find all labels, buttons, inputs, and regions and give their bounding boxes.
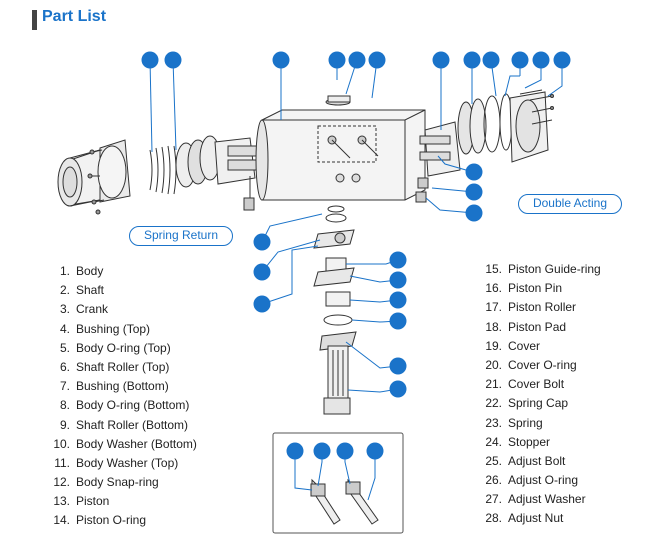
part-list-right: 15.Piston Guide-ring 16.Piston Pin 17.Pi… <box>480 260 601 529</box>
part-item: 4.Bushing (Top) <box>59 321 151 336</box>
part-item: 26.Adjust O-ring <box>485 473 579 488</box>
left-springs <box>149 135 221 195</box>
left-spring-cap <box>57 149 101 207</box>
right-cover <box>509 89 554 163</box>
part-name: Adjust Bolt <box>508 453 566 468</box>
part-item: 19.Cover <box>485 338 541 353</box>
part-name: Piston O-ring <box>76 513 147 528</box>
right-rings <box>457 93 513 155</box>
part-item: 9.Shaft Roller (Bottom) <box>59 417 189 432</box>
part-name: Bushing (Bottom) <box>76 379 169 394</box>
part-name: Body Washer (Bottom) <box>76 436 197 451</box>
part-item: 17.Piston Roller <box>485 300 577 315</box>
adjust-bolt-inset <box>272 432 404 534</box>
part-name: Cover Bolt <box>508 377 565 392</box>
part-name: Body O-ring (Top) <box>76 340 171 355</box>
part-item: 8.Body O-ring (Bottom) <box>59 398 190 413</box>
part-name: Adjust Nut <box>508 511 564 526</box>
part-item: 16.Piston Pin <box>485 281 563 296</box>
part-name: Cover O-ring <box>508 357 577 372</box>
part-item: 2.Shaft <box>59 283 105 298</box>
part-name: Body O-ring (Bottom) <box>76 398 190 413</box>
part-name: Body <box>76 264 104 278</box>
part-item: 22.Spring Cap <box>485 396 569 411</box>
part-item: 3.Crank <box>59 302 109 317</box>
part-name: Piston Pin <box>508 281 563 296</box>
part-item: 18.Piston Pad <box>485 319 567 334</box>
part-item: 27.Adjust Washer <box>485 492 586 507</box>
part-item: 28.Adjust Nut <box>485 511 564 526</box>
part-item: 12.Body Snap-ring <box>53 475 159 490</box>
actuator-body <box>255 95 426 201</box>
part-item: 7.Bushing (Bottom) <box>59 379 169 394</box>
part-name: Shaft Roller (Bottom) <box>76 417 189 432</box>
part-name: Adjust O-ring <box>508 473 579 488</box>
part-item: 21.Cover Bolt <box>485 377 565 392</box>
part-item: 14.Piston O-ring <box>53 513 147 528</box>
part-name: Shaft <box>76 283 105 298</box>
part-item: 23.Spring <box>485 415 543 430</box>
part-item: 10.Body Washer (Bottom) <box>53 436 197 451</box>
part-name: Cover <box>508 338 541 353</box>
part-item: 15.Piston Guide-ring <box>485 262 601 276</box>
part-item: 11.Body Washer (Top) <box>54 455 179 470</box>
part-name: Body Snap-ring <box>76 475 159 490</box>
left-cover <box>87 139 131 215</box>
part-name: Spring Cap <box>508 396 569 411</box>
double-acting-label: Double Acting <box>518 194 622 214</box>
part-item: 5.Body O-ring (Top) <box>59 340 171 355</box>
part-list-left: 1.Body 2.Shaft 3.Crank 4.Bushing (Top) 5… <box>48 262 197 531</box>
part-name: Spring <box>508 415 543 430</box>
title-accent-bar <box>32 10 37 30</box>
page-title: Part List <box>42 8 107 25</box>
part-name: Body Washer (Top) <box>76 455 179 470</box>
part-name: Crank <box>76 302 109 317</box>
part-item: 6.Shaft Roller (Top) <box>59 359 170 374</box>
left-piston <box>214 137 273 211</box>
part-item: 1.Body <box>59 264 104 278</box>
part-name: Piston Roller <box>508 300 577 315</box>
right-piston <box>415 121 461 203</box>
shaft-stack <box>313 205 357 415</box>
spring-return-label: Spring Return <box>129 226 233 246</box>
part-item: 24.Stopper <box>485 434 551 449</box>
part-name: Shaft Roller (Top) <box>76 359 170 374</box>
part-item: 20.Cover O-ring <box>485 357 577 372</box>
part-name: Adjust Washer <box>508 492 586 507</box>
part-name: Piston Pad <box>508 319 567 334</box>
part-name: Piston <box>76 494 110 509</box>
part-item: 13.Piston <box>53 494 110 509</box>
part-name: Piston Guide-ring <box>508 262 601 276</box>
part-name: Bushing (Top) <box>76 321 151 336</box>
part-item: 25.Adjust Bolt <box>485 453 566 468</box>
part-name: Stopper <box>508 434 551 449</box>
